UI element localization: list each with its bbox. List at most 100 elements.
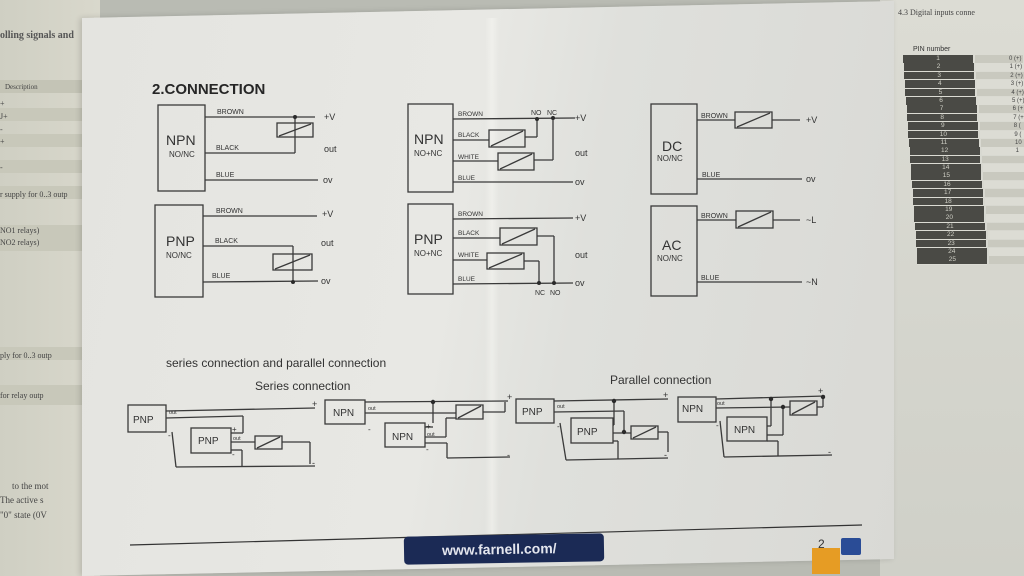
pnp-sensor-box bbox=[154, 204, 204, 298]
series-npn-2-box bbox=[384, 422, 426, 448]
junction-dot bbox=[291, 280, 295, 284]
series-pnp-2-label: PNP bbox=[198, 436, 219, 447]
npn-dual-brown-wire bbox=[452, 117, 576, 120]
pin-description bbox=[989, 256, 1024, 264]
npn-dual-wire-black: BLACK bbox=[458, 132, 480, 139]
left-paragraph-line: to the mot bbox=[12, 481, 49, 491]
pnp-dual-wire-white: WHITE bbox=[458, 252, 480, 259]
parallel-pnp-2-box bbox=[570, 417, 614, 444]
pin-row: 18 bbox=[913, 197, 1024, 207]
plus-label: + bbox=[312, 399, 317, 409]
left-row: J+ bbox=[0, 112, 8, 121]
footer-url-bar[interactable]: www.farnell.com/ bbox=[403, 533, 605, 565]
pin-number: 16 bbox=[912, 180, 982, 190]
pin-description bbox=[984, 189, 1024, 197]
pnp-dual-wire-blue: BLUE bbox=[458, 276, 476, 283]
pin-row: 16 bbox=[912, 180, 1024, 190]
npn-dual-wire-blue: BLUE bbox=[458, 175, 476, 182]
ac-sensor-box bbox=[650, 205, 698, 297]
right-section-heading: 4.3 Digital inputs conne bbox=[898, 8, 975, 17]
npn-terminal-vplus: +V bbox=[324, 112, 335, 122]
npn-type-label: NPN bbox=[166, 132, 196, 148]
parallel-npn-1-box bbox=[677, 396, 717, 423]
npn-terminal-out: out bbox=[324, 144, 337, 154]
pnp-wire-blue: BLUE bbox=[212, 273, 231, 280]
ac-terminal-n: ~N bbox=[806, 277, 818, 287]
junction-dot bbox=[768, 396, 774, 402]
left-table-row-bg bbox=[0, 134, 100, 147]
pin-description bbox=[985, 206, 1024, 214]
pin-number: 23 bbox=[916, 239, 987, 249]
minus-label: - bbox=[507, 450, 510, 460]
parallel-npn-2-box bbox=[726, 416, 768, 442]
pin-row: 22 bbox=[915, 231, 1024, 240]
npn-dual-type-label: NPN bbox=[414, 131, 444, 147]
left-lower-row: ply for 0..3 outp bbox=[0, 351, 52, 360]
pin-number: 11 bbox=[909, 138, 979, 148]
pin-row: 24 bbox=[916, 247, 1024, 257]
junction-dot bbox=[552, 281, 556, 285]
series-pnp-2-box bbox=[190, 427, 232, 454]
pin-description: 4 (+) bbox=[977, 88, 1024, 97]
pin-number: 14 bbox=[910, 164, 981, 173]
junction-dot bbox=[611, 398, 617, 404]
pin-row: 15 bbox=[911, 172, 1024, 182]
pnp-wire-black: BLACK bbox=[215, 238, 238, 245]
parallel-pnp-1-label: PNP bbox=[522, 407, 543, 418]
pin-number: 17 bbox=[912, 189, 983, 198]
left-row: NO2 relays) bbox=[0, 238, 40, 247]
parallel-pnp-2-label: PNP bbox=[577, 427, 598, 438]
parallel-npn-1-label: NPN bbox=[682, 404, 703, 415]
pin-number: 7 bbox=[906, 105, 977, 114]
pin-number: 9 bbox=[907, 122, 978, 131]
dc-sensor-box bbox=[650, 103, 698, 195]
pnp-dual-wire-black: BLACK bbox=[458, 230, 480, 237]
dc-terminal-vplus: +V bbox=[806, 115, 817, 125]
minus-label: - bbox=[368, 425, 371, 434]
out-label: out bbox=[717, 401, 725, 407]
npn-wire-brown: BROWN bbox=[217, 109, 244, 116]
npn-dual-relay-1 bbox=[488, 129, 526, 148]
pin-description bbox=[982, 164, 1024, 172]
plus-label: + bbox=[232, 425, 237, 434]
pin-number: 8 bbox=[907, 113, 978, 123]
npn-dual-wire-white: WHITE bbox=[458, 154, 480, 161]
page-number: 2 bbox=[818, 537, 825, 551]
subsection-title: series connection and parallel connectio… bbox=[166, 356, 386, 370]
npn-dual-terminal-ov: ov bbox=[575, 177, 585, 187]
series-pnp-1-box bbox=[127, 404, 167, 433]
pin-number: 24 bbox=[916, 247, 987, 257]
parallel-npn-2-label: NPN bbox=[734, 425, 755, 436]
out-label: out bbox=[427, 432, 435, 438]
pnp-terminal-out: out bbox=[321, 238, 334, 248]
ac-wire-brown: BROWN bbox=[701, 213, 728, 220]
out-label: out bbox=[169, 410, 177, 416]
footer-url[interactable]: www.farnell.com/ bbox=[441, 540, 557, 559]
series-pnp-1-label: PNP bbox=[133, 415, 154, 426]
pin-row: 13 bbox=[910, 155, 1024, 165]
pin-description bbox=[986, 214, 1024, 223]
left-paragraph-line: The active s bbox=[0, 495, 44, 505]
left-table-row-bg bbox=[0, 385, 100, 405]
left-row: r supply for 0..3 outp bbox=[0, 190, 68, 199]
dc-terminal-ov: ov bbox=[806, 174, 816, 184]
pin-description bbox=[987, 231, 1024, 239]
left-row: - bbox=[0, 125, 3, 134]
left-table-row-bg bbox=[0, 347, 100, 360]
pnp-blue-wire bbox=[202, 280, 319, 283]
pin-number: 25 bbox=[917, 256, 988, 265]
left-row: NO1 relays) bbox=[0, 226, 40, 235]
minus-label: - bbox=[426, 445, 429, 454]
npn-dual-terminal-vplus: +V bbox=[575, 113, 586, 123]
pin-number: 20 bbox=[914, 214, 985, 224]
plus-label: + bbox=[663, 390, 668, 400]
dc-type-label: DC bbox=[662, 138, 682, 154]
dc-mode-label: NO/NC bbox=[657, 154, 683, 163]
pin-row: 25 bbox=[917, 256, 1024, 265]
plus-label: + bbox=[818, 386, 823, 396]
left-column-header: Description bbox=[5, 83, 38, 91]
left-paragraph-line: "0" state (0V bbox=[0, 510, 47, 520]
pin-description bbox=[984, 180, 1024, 189]
pin-description: 5 (+) bbox=[978, 96, 1024, 105]
junction-dot bbox=[621, 429, 627, 435]
